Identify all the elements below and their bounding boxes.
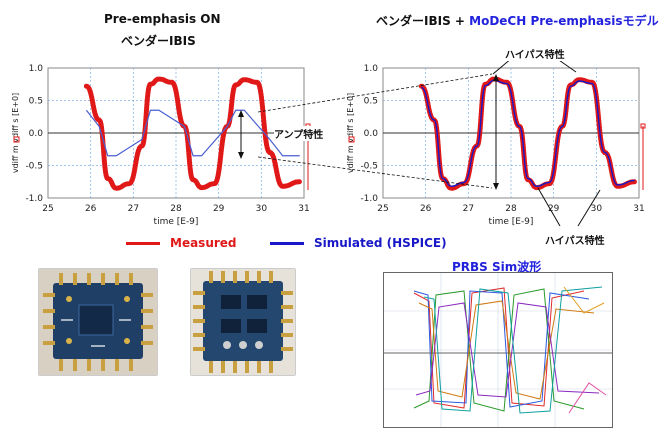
plot-right-svg: 25 26 27 28 29 30 31 1.0 0.5 0.0 -0.5 -1.0 time [E-9… [346,64,646,227]
plot-right-x-label: time [E-9] [489,217,534,227]
plot-right-x-tick: 26 [420,204,432,214]
plot-right-y-tick: 0.0 [364,129,379,139]
plot-left-x-tick: 29 [213,204,225,214]
plot-left-x-tick: 26 [85,204,97,214]
legend-simulated-swatch [270,242,304,245]
plot-left-x-tick: 31 [298,204,309,214]
plot-left-y-tick: 0.5 [29,97,43,107]
plot-right-cursor-marker [640,123,646,129]
plot-left-x-tick: 27 [128,204,139,214]
plot-right-x-tick: 30 [591,204,603,214]
left-title-line1: Pre-emphasis ON [104,12,221,26]
amp-annotation: アンプ特性 [274,126,324,141]
plot-right: 25 26 27 28 29 30 31 1.0 0.5 0.0 -0.5 -1.0 time [E-9… [335,60,665,230]
plot-left-x-label: time [E-9] [154,217,199,227]
board-photo-2 [190,268,296,376]
legend-measured-swatch [126,242,160,245]
prbs-title: PRBS Sim波形 [452,260,542,274]
plot-left-y-tick: 0.0 [29,129,44,139]
prbs-eye-svg [384,273,612,427]
right-title: ベンダーIBIS + MoDeCH Pre-emphasisモデル [376,12,659,29]
board-photo-2-image [191,269,295,375]
legend: Measured Simulated (HSPICE) [120,234,580,254]
right-title-highlight: MoDeCH Pre-emphasis [469,14,623,28]
plot-left-x-tick: 30 [256,204,268,214]
plot-right-y-tick: 1.0 [364,64,379,74]
plot-right-x-tick: 28 [505,204,517,214]
plot-left-series-simulated [85,109,300,157]
board-photo-1 [38,268,158,376]
plot-left-y-tick: -0.5 [25,162,43,172]
plot-right-y-tick: -0.5 [360,162,378,172]
legend-simulated-label: Simulated (HSPICE) [314,236,447,250]
plot-left-series-measured [83,76,303,191]
plot-left-x-tick: 28 [170,204,182,214]
plot-left-y-label: vdiff m vdiff s [E+0] [11,93,20,173]
plot-right-series-simulated [421,79,635,188]
plot-left-svg: 25 26 27 28 29 30 31 1.0 0.5 0.0 -0.5 -1.0 time [E-9… [11,64,311,227]
plot-right-x-tick: 29 [548,204,560,214]
right-title-suffix: モデル [622,14,659,28]
plot-right-x-tick: 27 [463,204,474,214]
board-photo-1-image [39,269,157,375]
highpass-annotation-top: ハイパス特性 [505,46,565,61]
plot-left-x-tick: 25 [42,204,53,214]
right-title-prefix: ベンダーIBIS + [376,14,470,28]
prbs-eye-diagram [383,272,613,428]
plot-right-y-tick: 0.5 [364,97,378,107]
legend-measured-label: Measured [170,236,237,250]
plot-right-y-label: vdiff m vdiff s [E+0] [346,93,355,173]
plot-left-y-marker [13,136,20,143]
plot-left-y-tick: -1.0 [25,194,43,204]
plot-left-y-tick: 1.0 [29,64,44,74]
plot-left: 25 26 27 28 29 30 31 1.0 0.5 0.0 -0.5 -1.0 time [E-9… [0,60,330,230]
plot-right-x-tick: 31 [633,204,644,214]
left-title-line2: ベンダーIBIS [121,34,196,48]
plot-right-y-marker [348,136,355,143]
plot-right-y-tick: -1.0 [360,194,378,204]
plot-right-x-tick: 25 [377,204,388,214]
highpass-annotation-bottom: ハイパス特性 [545,232,605,247]
